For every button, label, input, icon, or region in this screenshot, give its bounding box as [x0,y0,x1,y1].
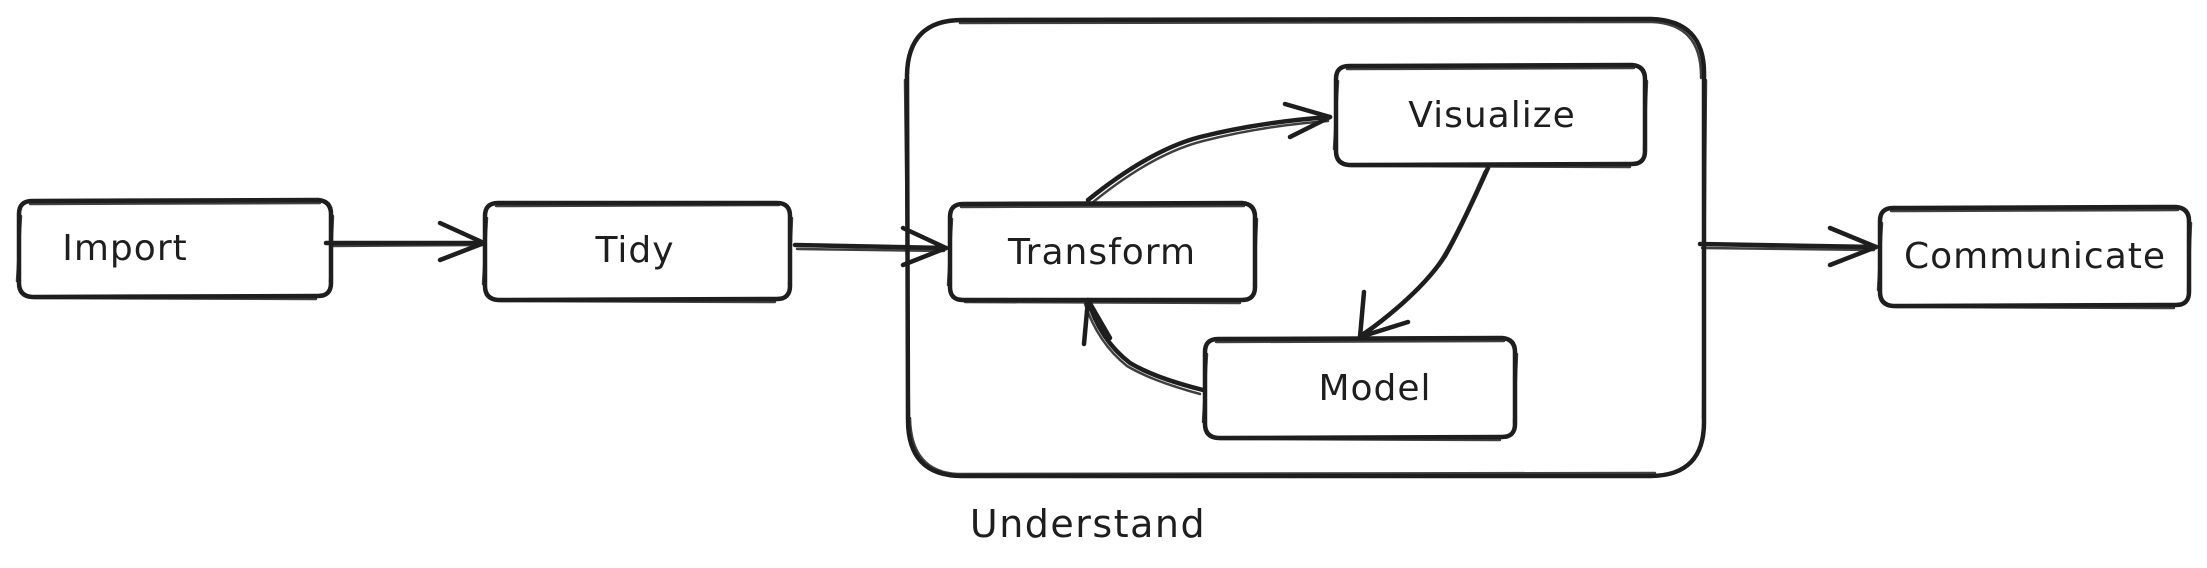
node-tidy: Tidy [481,200,794,304]
node-import-label: Import [62,228,187,269]
arrow-model-transform [1081,297,1206,396]
arrow-tidy-transform [792,225,949,268]
node-import: Import [15,197,335,301]
node-visualize-label: Visualize [1408,95,1576,136]
understand-label: Understand [970,502,1206,546]
node-visualize: Visualize [1332,62,1649,169]
node-model: Model [1201,335,1519,442]
node-transform: Transform [946,200,1259,305]
arrow-import-tidy [323,220,487,263]
node-transform-label: Transform [1007,232,1196,273]
node-model-label: Model [1318,368,1431,409]
node-tidy-label: Tidy [594,230,674,271]
arrow-visualize-model [1357,165,1491,340]
arrow-understand-communicate [1697,225,1879,268]
node-communicate: Communicate [1876,204,2193,310]
arrow-transform-visualize [1085,101,1333,205]
node-communicate-label: Communicate [1904,236,2166,277]
